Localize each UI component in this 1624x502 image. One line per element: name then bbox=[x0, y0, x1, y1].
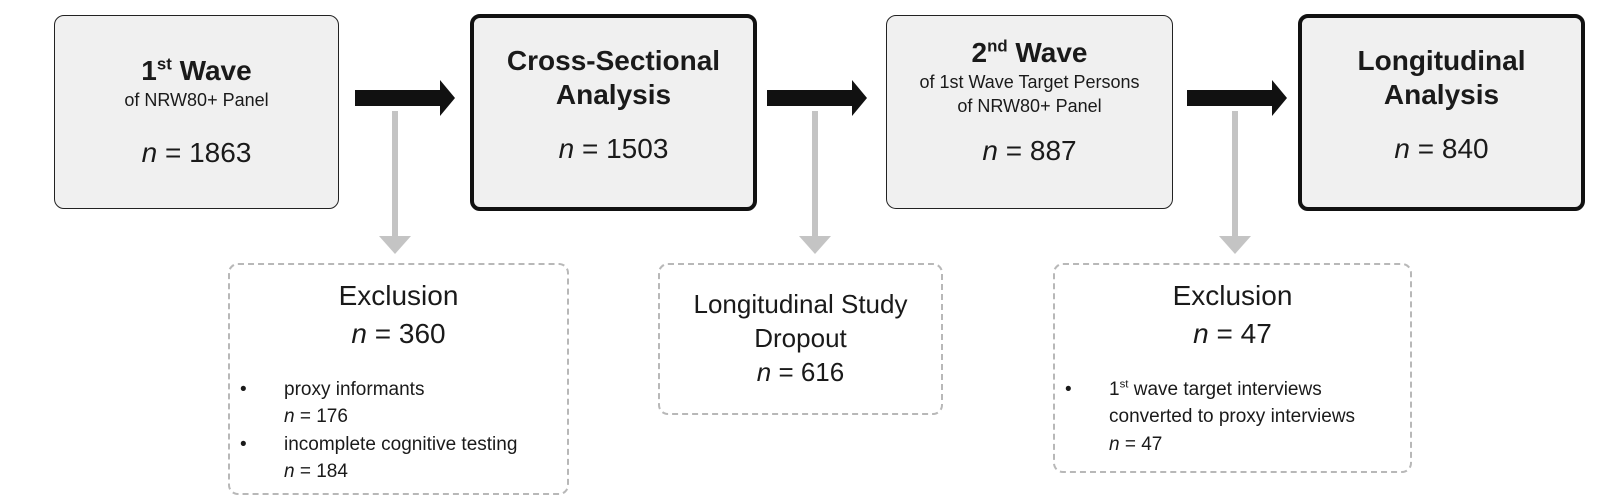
bullet: • bbox=[240, 379, 247, 400]
cross-sectional-title-line1: Cross-Sectional bbox=[506, 45, 721, 76]
first-wave-box: 1st Wave of NRW80+ Panel n = 1863 bbox=[54, 15, 339, 209]
bullet: • bbox=[1065, 379, 1072, 400]
first-wave-count: n = 1863 bbox=[141, 137, 252, 168]
second-wave-box: 2nd Wave of 1st Wave Target Persons of N… bbox=[886, 15, 1173, 209]
exclusion-1-title: Exclusion bbox=[338, 280, 459, 311]
second-wave-subtitle-line1: of 1st Wave Target Persons bbox=[919, 72, 1140, 92]
dropout-title-line1: Longitudinal Study bbox=[693, 289, 908, 319]
cross-sectional-box: Cross-Sectional Analysis n = 1503 bbox=[470, 14, 757, 211]
cross-sectional-title-line2: Analysis bbox=[555, 79, 672, 110]
exclusion-2-item-count: n = 47 bbox=[1109, 434, 1163, 455]
longitudinal-title-line2: Analysis bbox=[1383, 79, 1500, 110]
exclusion-1-item-2-count: n = 184 bbox=[284, 461, 348, 482]
second-wave-title: 2nd Wave bbox=[971, 36, 1088, 68]
side-arrow-1 bbox=[379, 111, 411, 254]
exclusion-box-1: Exclusion n = 360 • proxy informants n =… bbox=[228, 263, 569, 495]
bullet: • bbox=[240, 434, 247, 455]
side-arrow-2 bbox=[799, 111, 831, 254]
second-wave-count: n = 887 bbox=[982, 135, 1077, 166]
main-arrow-2 bbox=[767, 80, 867, 116]
exclusion-2-item-line2: converted to proxy interviews bbox=[1109, 406, 1356, 427]
exclusion-2-items: • 1st wave target interviews converted t… bbox=[1065, 377, 1405, 461]
main-arrow-1 bbox=[355, 80, 455, 116]
dropout-title-line2: Dropout bbox=[754, 323, 847, 353]
exclusion-2-count: n = 47 bbox=[1193, 318, 1272, 349]
exclusion-2-item-line1: 1st wave target interviews bbox=[1109, 378, 1322, 400]
main-arrow-3 bbox=[1187, 80, 1287, 116]
exclusion-1-items: • proxy informants n = 176 • incomplete … bbox=[240, 377, 560, 487]
exclusion-1-count: n = 360 bbox=[351, 318, 446, 349]
exclusion-2-title: Exclusion bbox=[1172, 280, 1293, 311]
first-wave-subtitle: of NRW80+ Panel bbox=[124, 90, 269, 110]
second-wave-subtitle-line2: of NRW80+ Panel bbox=[957, 96, 1102, 116]
longitudinal-title-line1: Longitudinal bbox=[1357, 45, 1526, 76]
longitudinal-count: n = 840 bbox=[1394, 133, 1489, 164]
longitudinal-box: Longitudinal Analysis n = 840 bbox=[1298, 14, 1585, 211]
dropout-box: Longitudinal Study Dropout n = 616 bbox=[658, 263, 943, 415]
exclusion-1-item-1-count: n = 176 bbox=[284, 406, 348, 427]
dropout-count: n = 616 bbox=[756, 357, 845, 387]
cross-sectional-count: n = 1503 bbox=[558, 133, 669, 164]
exclusion-box-2: Exclusion n = 47 • 1st wave target inter… bbox=[1053, 263, 1412, 473]
first-wave-title: 1st Wave bbox=[141, 54, 252, 86]
side-arrow-3 bbox=[1219, 111, 1251, 254]
exclusion-1-item-1-label: proxy informants bbox=[284, 379, 425, 400]
exclusion-1-item-2-label: incomplete cognitive testing bbox=[284, 434, 518, 455]
